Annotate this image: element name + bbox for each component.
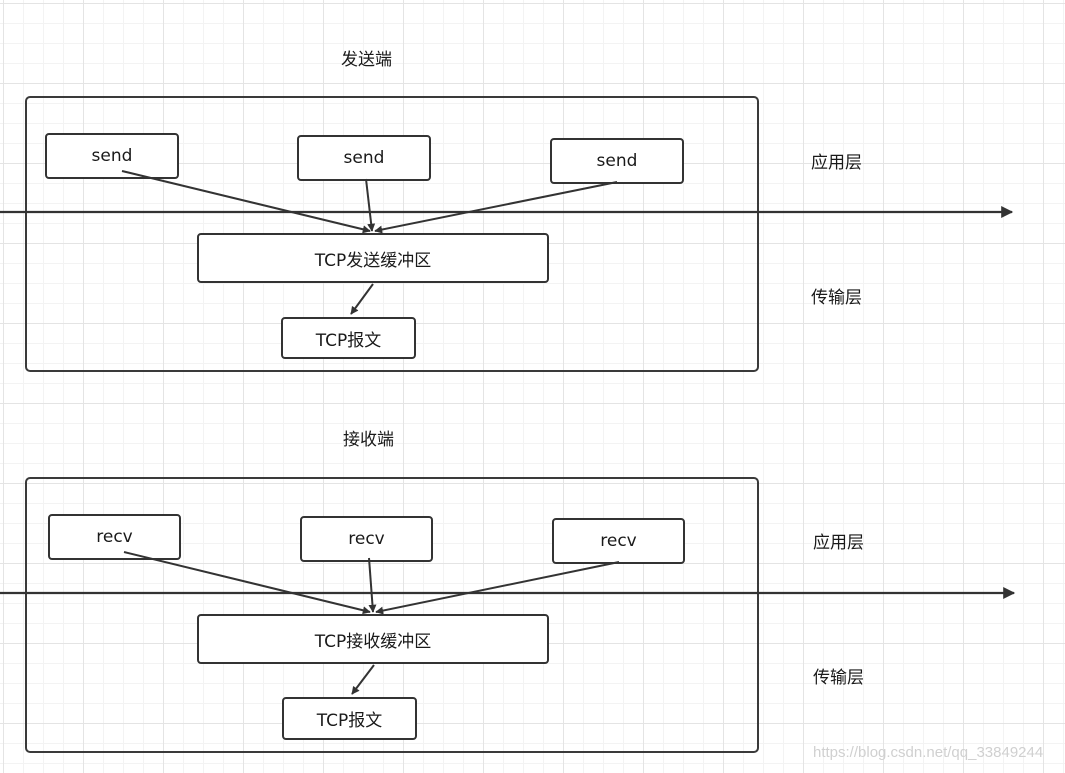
receiver-buffer-box: TCP接收缓冲区 bbox=[197, 614, 549, 664]
receiver-recv-box-2: recv bbox=[300, 516, 433, 562]
receiver-recv-box-3: recv bbox=[552, 518, 685, 564]
sender-send-box-3: send bbox=[550, 138, 684, 184]
sender-segment-box: TCP报文 bbox=[281, 317, 416, 359]
sender-frame bbox=[25, 96, 759, 372]
receiver-recv-box-1: recv bbox=[48, 514, 181, 560]
sender-buffer-box: TCP发送缓冲区 bbox=[197, 233, 549, 283]
sender-transport-layer-label: 传输层 bbox=[811, 288, 862, 308]
sender-title: 发送端 bbox=[341, 50, 392, 70]
receiver-title: 接收端 bbox=[343, 430, 394, 450]
receiver-segment-box: TCP报文 bbox=[282, 697, 417, 740]
receiver-app-layer-label: 应用层 bbox=[813, 533, 864, 553]
receiver-transport-layer-label: 传输层 bbox=[813, 668, 864, 688]
sender-send-box-2: send bbox=[297, 135, 431, 181]
sender-send-box-1: send bbox=[45, 133, 179, 179]
receiver-frame bbox=[25, 477, 759, 753]
watermark-url: https://blog.csdn.net/qq_33849244 bbox=[813, 744, 1044, 761]
sender-app-layer-label: 应用层 bbox=[811, 153, 862, 173]
